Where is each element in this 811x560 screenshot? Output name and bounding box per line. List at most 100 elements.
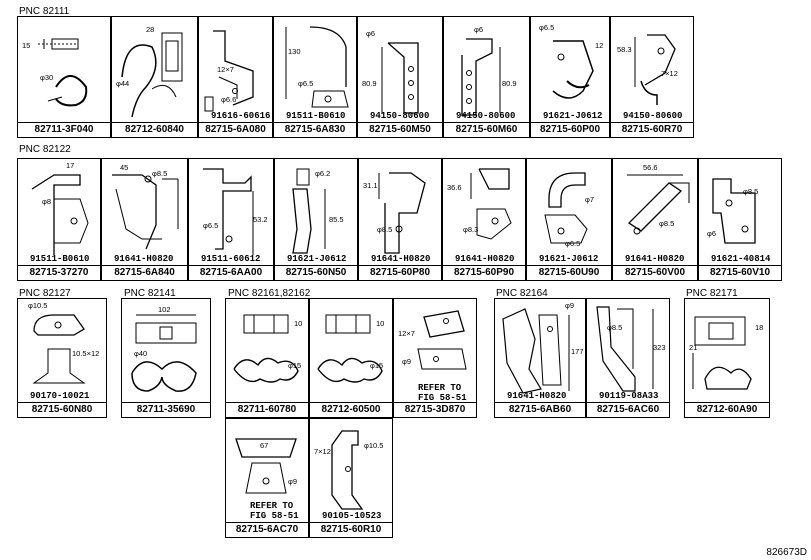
part-cell[interactable]: φ8.5 323 90119-08A33 82715-6AC60 xyxy=(586,298,670,418)
bracket-drawing xyxy=(470,168,512,240)
part-number: 82711-35690 xyxy=(122,402,210,417)
part-cell[interactable]: φ7 φ6.5 91621-J0612 82715-60U90 xyxy=(526,158,612,281)
bolt-number: 91621-40814 xyxy=(711,254,771,264)
bolt-number: 91621-J0612 xyxy=(543,111,603,121)
bolt-number: 90105-10523 xyxy=(322,511,382,521)
bolt-number: 91511-B0610 xyxy=(286,111,346,121)
part-cell[interactable]: 10 φ15 82712-60500 xyxy=(309,298,393,418)
part-number: 82715-60U90 xyxy=(527,265,611,280)
bracket-drawing xyxy=(634,34,676,105)
part-number: 82715-6A080 xyxy=(199,122,272,137)
part-number: 82711-60780 xyxy=(226,402,308,417)
bolt-number: 91616-60616 xyxy=(211,111,271,121)
part-cell[interactable]: 17 φ8 91511-B0610 82715-37270 xyxy=(17,158,101,281)
pnc-label: PNC 82122 xyxy=(19,144,71,155)
part-cell[interactable]: 130 φ6.5 91511-B0610 82715-6A830 xyxy=(273,16,357,138)
refer-note: REFER TO xyxy=(418,383,462,393)
part-number: 82715-60R10 xyxy=(310,522,392,537)
bolt-number: 91641-H0820 xyxy=(507,391,567,401)
part-number: 82715-6AB60 xyxy=(495,402,585,417)
pnc-label: PNC 82141 xyxy=(124,288,176,299)
part-number: 82715-60V00 xyxy=(613,265,697,280)
figure-id: 826673D xyxy=(766,547,807,558)
part-number: 82712-60500 xyxy=(310,402,392,417)
clamp-drawing xyxy=(317,314,383,383)
part-number: 82715-60M50 xyxy=(358,122,442,137)
part-cell[interactable]: 18 21 82712-60A90 xyxy=(684,298,770,418)
part-cell[interactable]: φ6.5 12 91621-J0612 82715-60P00 xyxy=(530,16,610,138)
bracket-drawing xyxy=(461,38,501,116)
bracket-drawing xyxy=(203,168,254,255)
part-cell[interactable]: 102 φ40 82711-35690 xyxy=(121,298,211,418)
refer-note: FIG 58-51 xyxy=(418,393,467,403)
bracket-drawing xyxy=(381,42,419,114)
bracket-drawing xyxy=(417,310,467,370)
bracket-drawing xyxy=(31,174,89,255)
bracket-drawing xyxy=(204,30,254,112)
bracket-drawing xyxy=(378,172,426,254)
part-cell[interactable]: 31.1 φ8.5 91641-H0820 82715-60P80 xyxy=(358,158,442,281)
bolt-number: 90170-10021 xyxy=(30,391,90,401)
bracket-drawing xyxy=(596,306,654,392)
bracket-drawing xyxy=(112,174,179,250)
bracket-drawing xyxy=(712,178,756,244)
part-cell[interactable]: φ6 80.9 94150-80600 82715-60M50 xyxy=(357,16,443,138)
part-cell[interactable]: 12×7 φ6.6 91616-60616 82715-6A080 xyxy=(198,16,273,138)
part-number: 82715-60V10 xyxy=(699,265,781,280)
part-number: 82715-60P90 xyxy=(443,265,525,280)
part-cell[interactable]: 15 φ30 82711-3F040 xyxy=(17,16,111,138)
pnc-label: PNC 82164 xyxy=(496,288,548,299)
pnc-label: PNC 82127 xyxy=(19,288,71,299)
part-cell[interactable]: 45 φ8.5 91641-H0820 82715-6A840 xyxy=(101,158,188,281)
part-number: 82715-6AC60 xyxy=(587,402,669,417)
bolt-number: 91641-H0820 xyxy=(114,254,174,264)
part-cell[interactable]: 12×7 φ9 REFER TO FIG 58-51 82715-3D870 xyxy=(393,298,477,418)
part-number: 82711-3F040 xyxy=(18,122,110,137)
part-cell[interactable]: φ10.5 10.5×12 90170-10021 82715-60N80 xyxy=(17,298,107,418)
bolt-number: 94150-80600 xyxy=(370,111,430,121)
part-number: 82715-3D870 xyxy=(394,402,476,417)
part-cell[interactable]: 28 φ44 82712-60840 xyxy=(111,16,198,138)
bolt-number: 90119-08A33 xyxy=(599,391,659,401)
part-cell[interactable]: 36.6 φ8.3 91641-H0820 82715-60P90 xyxy=(442,158,526,281)
part-number: 82715-60P80 xyxy=(359,265,441,280)
clamp-drawing xyxy=(121,32,183,118)
pnc-label: PNC 82111 xyxy=(19,6,70,17)
clamp-drawing xyxy=(131,314,197,392)
bolt-number: 91641-H0820 xyxy=(625,254,685,264)
bracket-drawing xyxy=(552,40,594,99)
bracket-drawing xyxy=(627,174,690,235)
part-cell[interactable]: φ6.2 85.5 91621-J0612 82715-60N50 xyxy=(274,158,358,281)
bolt-number: 94150-80600 xyxy=(623,111,683,121)
part-cell[interactable]: 53.2 φ6.5 91511-60612 82715-6AA00 xyxy=(188,158,274,281)
bracket-drawing xyxy=(285,26,349,108)
part-number: 82715-6A840 xyxy=(102,265,187,280)
part-number: 82715-6AA00 xyxy=(189,265,273,280)
part-number: 82712-60A90 xyxy=(685,402,769,417)
bracket-drawing xyxy=(32,314,86,384)
bracket-drawing xyxy=(292,168,326,254)
pnc-label: PNC 82161,82162 xyxy=(228,288,311,299)
bolt-number: 91511-B0610 xyxy=(30,254,90,264)
bracket-drawing xyxy=(544,172,588,244)
pnc-label: PNC 82171 xyxy=(686,288,738,299)
part-cell[interactable]: 10 φ15 82711-60780 xyxy=(225,298,309,418)
part-cell[interactable]: 56.6 φ8.5 91641-H0820 82715-60V00 xyxy=(612,158,698,281)
part-number: 82715-6AC70 xyxy=(226,522,308,537)
bolt-number: 91641-H0820 xyxy=(371,254,431,264)
bolt-number: 91621-J0612 xyxy=(287,254,347,264)
part-number: 82715-60M60 xyxy=(444,122,529,137)
part-number: 82715-37270 xyxy=(18,265,100,280)
part-number: 82715-60N50 xyxy=(275,265,357,280)
refer-note: FIG 58-51 xyxy=(250,511,299,521)
bracket-drawing xyxy=(502,308,570,394)
part-cell[interactable]: φ6 80.9 94150-80600 82715-60M60 xyxy=(443,16,530,138)
bracket-drawing xyxy=(331,430,364,510)
part-cell[interactable]: 7×12 φ10.5 90105-10523 82715-60R10 xyxy=(309,418,393,538)
part-cell[interactable]: φ9 177 91641-H0820 82715-6AB60 xyxy=(494,298,586,418)
part-cell[interactable]: φ8.5 φ6 91621-40814 82715-60V10 xyxy=(698,158,782,281)
refer-note: REFER TO xyxy=(250,501,294,511)
part-number: 82715-60R70 xyxy=(611,122,693,137)
part-cell[interactable]: 58.3 7×12 94150-80600 82715-60R70 xyxy=(610,16,694,138)
part-cell[interactable]: 67 φ9 REFER TO FIG 58-51 82715-6AC70 xyxy=(225,418,309,538)
